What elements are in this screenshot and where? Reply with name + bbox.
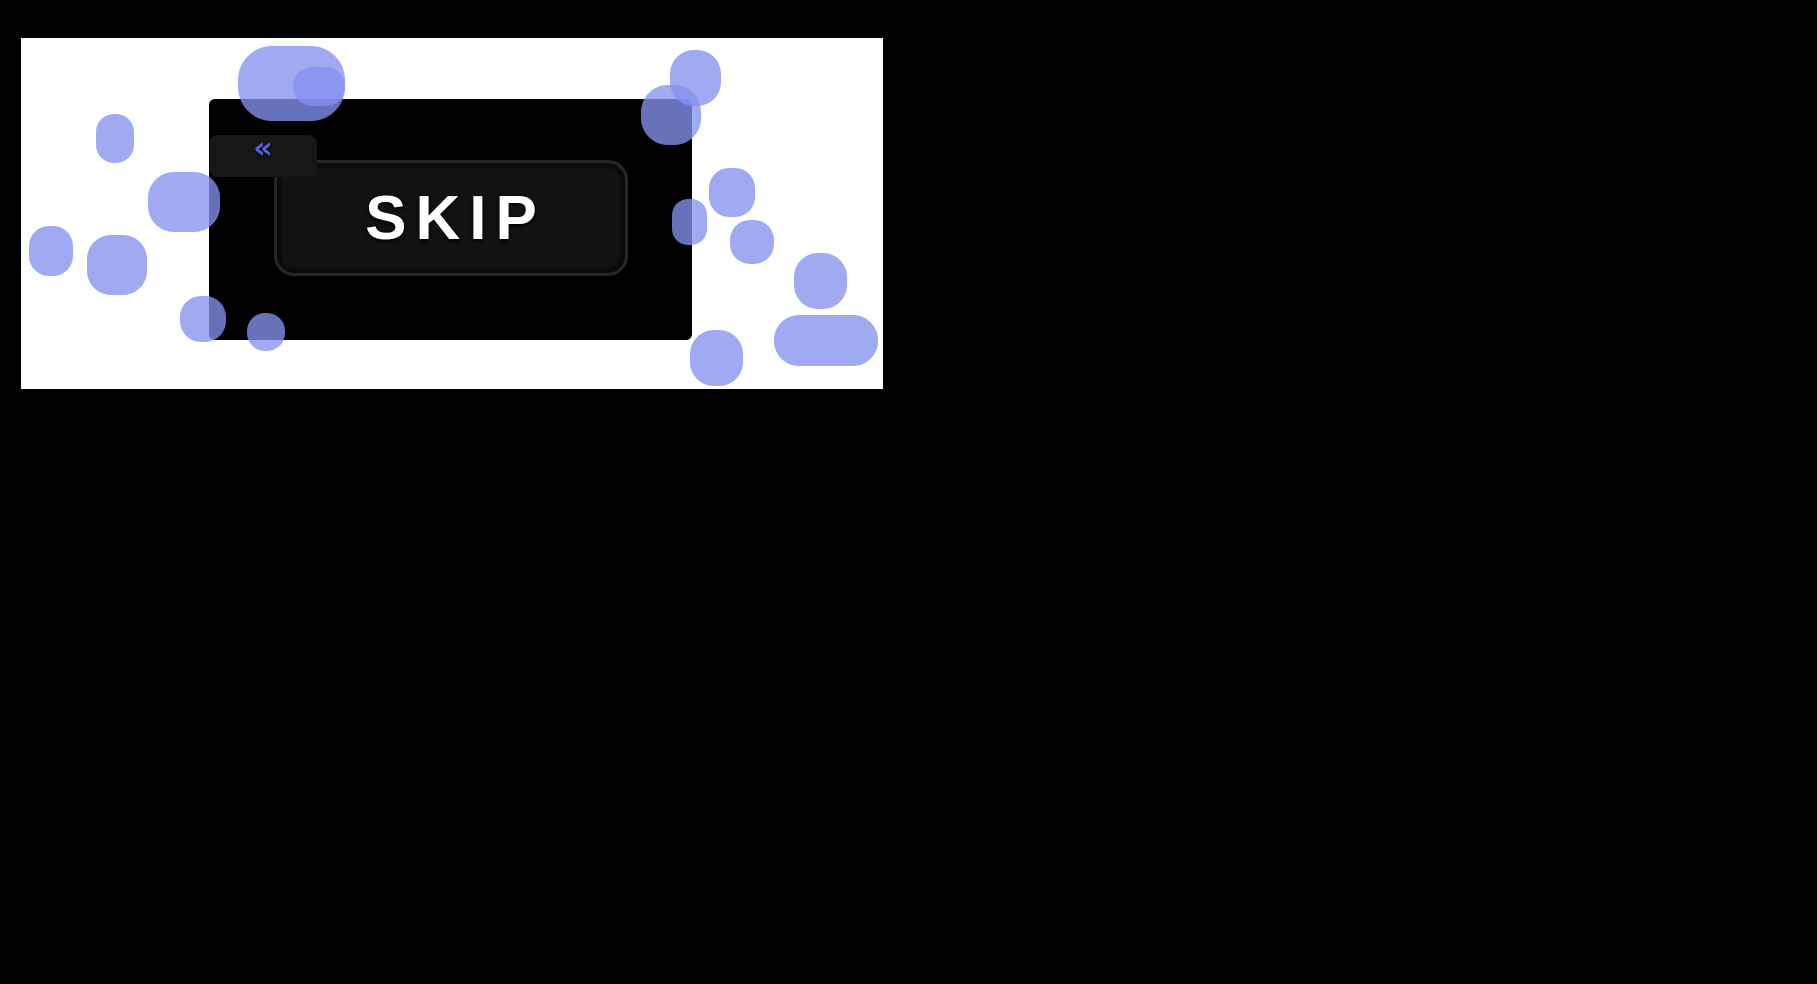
collapse-tab[interactable]: « (209, 131, 317, 177)
ink-blob (670, 50, 721, 106)
ink-blob (690, 330, 743, 386)
collapse-chevrons-icon: « (253, 131, 273, 166)
ink-blob (87, 235, 147, 295)
skip-panel: SKIP (209, 99, 692, 340)
ink-blob (709, 168, 755, 217)
ink-blob (774, 315, 878, 366)
drawing-canvas[interactable]: SKIP « (21, 38, 883, 389)
ink-blob (794, 253, 847, 309)
skip-button-label: SKIP (365, 183, 546, 253)
ink-blob (96, 114, 134, 163)
ink-blob (29, 226, 73, 276)
ink-blob (730, 220, 774, 264)
skip-button[interactable]: SKIP (274, 160, 628, 276)
